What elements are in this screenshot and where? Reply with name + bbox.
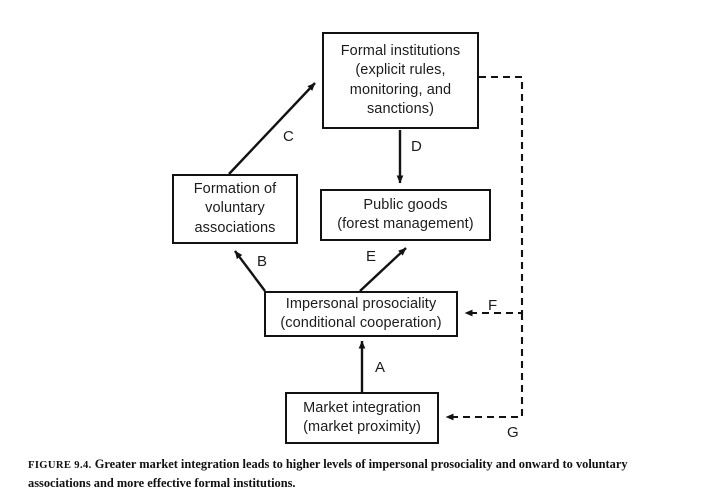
node-public-goods[interactable]: Public goods (forest management): [320, 189, 491, 241]
edge-B-arrow: [234, 250, 266, 292]
diagram-canvas: [228, 75, 524, 421]
edge-label-C: C: [283, 128, 294, 145]
node-voluntary-associations[interactable]: Formation of voluntary associations: [172, 174, 298, 244]
node-formal-institutions-line-1: Formal institutions: [340, 43, 461, 60]
figure-number: FIGURE 9.4.: [28, 460, 92, 471]
node-impersonal-prosociality-line-2: (conditional cooperation): [280, 315, 442, 331]
node-formal-institutions-line-4: sanctions): [366, 100, 435, 117]
node-voluntary-associations-line-3: associations: [194, 219, 276, 236]
figure-diagram-area: Formal institutions (explicit rules, mon…: [172, 32, 524, 444]
edge-label-G: G: [507, 424, 519, 441]
edge-label-E: E: [366, 248, 377, 265]
node-market-integration-line-1: Market integration: [303, 399, 421, 416]
edge-label-F: F: [488, 297, 498, 314]
figure-caption-text: Greater market integration leads to high…: [28, 457, 628, 491]
node-public-goods-line-1: Public goods: [363, 196, 448, 213]
node-public-goods-line-2: (forest management): [337, 216, 474, 232]
edge-label-D: D: [411, 138, 422, 155]
edge-E-arrow: [359, 247, 407, 292]
node-formal-institutions[interactable]: Formal institutions (explicit rules, mon…: [322, 32, 479, 129]
node-formal-institutions-line-3: monitoring, and: [349, 81, 452, 98]
node-market-integration[interactable]: Market integration (market proximity): [285, 392, 439, 444]
figure-caption: FIGURE 9.4. Greater market integration l…: [28, 455, 680, 493]
edge-label-A: A: [375, 359, 386, 376]
node-market-integration-line-2: (market proximity): [303, 419, 421, 435]
node-formal-institutions-line-2: (explicit rules,: [355, 62, 446, 79]
node-voluntary-associations-line-1: Formation of: [193, 181, 277, 198]
node-impersonal-prosociality[interactable]: Impersonal prosociality (conditional coo…: [264, 291, 458, 337]
edge-C-arrow: [228, 82, 316, 175]
edge-F-arrow: [464, 75, 524, 317]
node-impersonal-prosociality-line-1: Impersonal prosociality: [285, 295, 437, 312]
edge-label-B: B: [257, 253, 268, 270]
node-voluntary-associations-line-2: voluntary: [205, 200, 265, 217]
